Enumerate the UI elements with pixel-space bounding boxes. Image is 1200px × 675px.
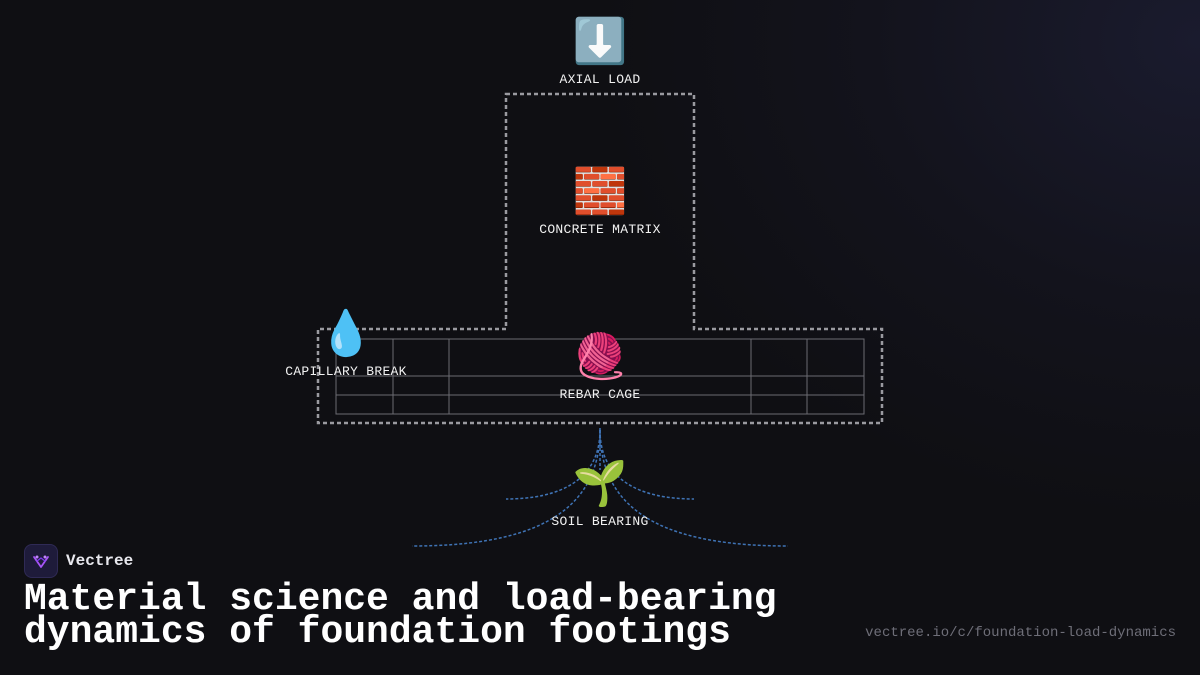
vectree-logo-icon (24, 544, 58, 578)
footing-outline (316, 92, 884, 425)
soil-bearing-node: 🌱 SOIL BEARING (500, 458, 700, 530)
rebar-grid (335, 338, 865, 415)
soil-pressure-lines (411, 428, 789, 547)
rebar-cage-label: REBAR CAGE (559, 387, 641, 402)
capillary-break-label: CAPILLARY BREAK (285, 364, 407, 379)
brand-name: Vectree (66, 552, 134, 570)
concrete-matrix-node: 🧱 CONCRETE MATRIX (500, 166, 700, 238)
down-arrow-icon: ⬇️ (572, 16, 628, 67)
yarn-icon: 🧶 (572, 331, 628, 382)
axial-load-label: AXIAL LOAD (559, 72, 641, 87)
concrete-matrix-label: CONCRETE MATRIX (539, 222, 661, 237)
brand: Vectree (24, 544, 133, 578)
capillary-break-node: 💧 CAPILLARY BREAK (246, 308, 446, 380)
brick-icon: 🧱 (572, 166, 628, 217)
rebar-cage-node: 🧶 REBAR CAGE (500, 331, 700, 403)
page-title: Material science and load-bearing dynami… (24, 578, 777, 654)
seedling-icon: 🌱 (572, 458, 628, 509)
axial-load-node: ⬇️ AXIAL LOAD (500, 16, 700, 88)
source-url[interactable]: vectree.io/c/foundation-load-dynamics (865, 625, 1176, 641)
droplet-icon: 💧 (318, 308, 374, 359)
soil-bearing-label: SOIL BEARING (551, 514, 649, 529)
